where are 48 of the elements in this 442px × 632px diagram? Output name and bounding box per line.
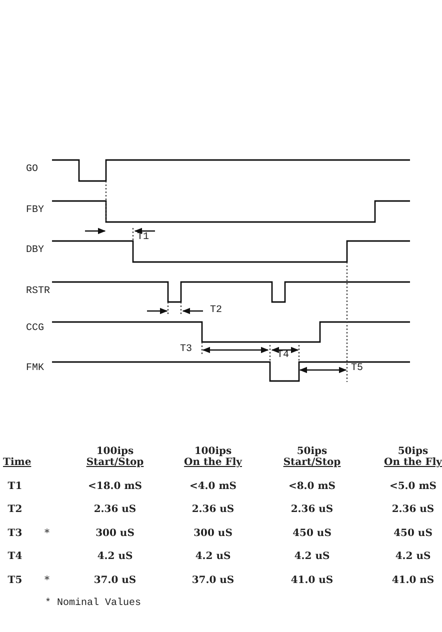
column-header: Start/Stop: [86, 458, 144, 468]
footnote-mark: *: [44, 529, 50, 539]
column-header: Time: [3, 458, 32, 468]
table-cell: <4.0 mS: [189, 482, 237, 492]
table-cell: <18.0 mS: [88, 482, 142, 492]
timing-label: T4: [277, 351, 290, 361]
column-header: Start/Stop: [283, 458, 341, 468]
table-cell: 41.0 uS: [290, 576, 334, 586]
column-header: On the Fly: [184, 458, 242, 468]
signal-name: FMK: [26, 364, 44, 374]
table-cell: 450 uS: [394, 529, 432, 539]
table-cell: 2.36 uS: [290, 505, 334, 515]
timing-label: T1: [137, 233, 150, 243]
footnote: * Nominal Values: [45, 599, 142, 609]
table-cell: 300 uS: [194, 529, 232, 539]
table-cell: 2.36 uS: [192, 505, 234, 515]
column-header: 50ips: [296, 447, 328, 457]
table-cell: T2: [8, 505, 22, 515]
table-cell: 4.2 uS: [294, 552, 330, 562]
timing-label: T5: [351, 364, 364, 374]
table-cell: 41.0 nS: [392, 576, 434, 586]
signal-name: CCG: [26, 324, 44, 334]
table-cell: 37.0 uS: [94, 576, 136, 586]
column-header: 100ips: [194, 447, 232, 457]
signal-name: GO: [26, 165, 38, 175]
table-cell: 4.2 uS: [97, 552, 133, 562]
footnote-mark: *: [44, 576, 50, 586]
table-cell: T5: [8, 576, 22, 586]
table-cell: <8.0 mS: [288, 482, 336, 492]
signal-name: DBY: [26, 246, 44, 256]
column-header: 50ips: [398, 447, 428, 457]
table-cell: 300 uS: [96, 529, 134, 539]
column-header: 100ips: [96, 447, 134, 457]
table-cell: T1: [8, 482, 22, 492]
table-cell: <5.0 mS: [389, 482, 437, 492]
table-cell: 4.2 uS: [195, 552, 231, 562]
table-cell: 4.2 uS: [395, 552, 431, 562]
timing-label: T3: [180, 345, 192, 355]
table-cell: T4: [8, 552, 22, 562]
table-cell: 2.36 uS: [392, 505, 434, 515]
column-header: On the Fly: [384, 458, 442, 468]
table-cell: 2.36 uS: [94, 505, 136, 515]
signal-name: RSTR: [26, 287, 50, 297]
table-cell: T3: [8, 529, 22, 539]
signal-name: FBY: [26, 206, 44, 216]
table-cell: 450 uS: [292, 529, 332, 539]
timing-label: T2: [210, 306, 222, 316]
table-cell: 37.0 uS: [192, 576, 234, 586]
